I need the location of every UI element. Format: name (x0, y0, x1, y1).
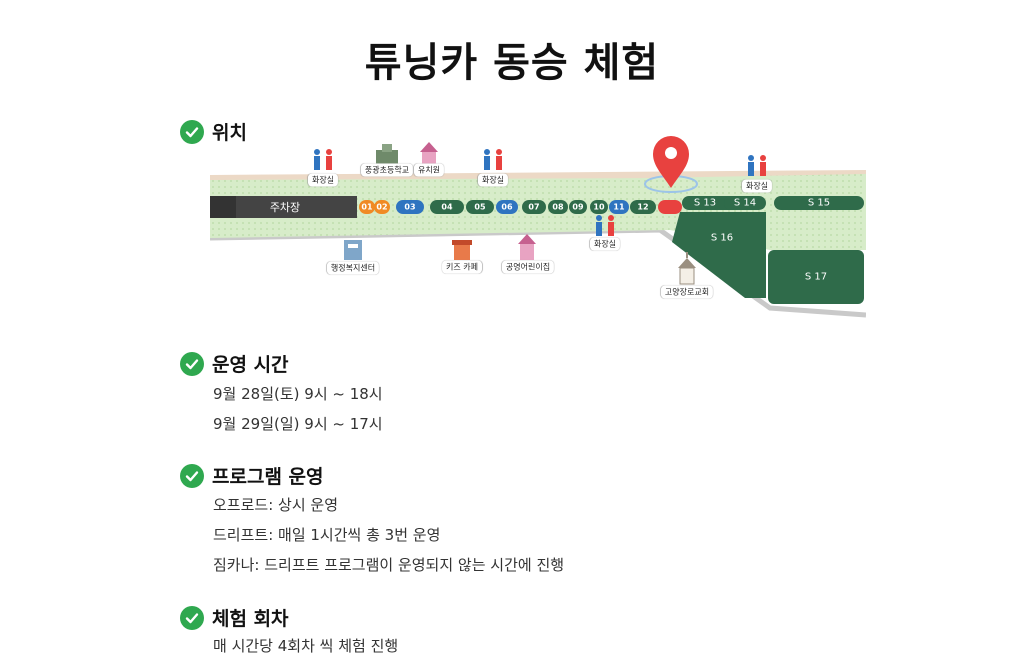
booth-slot-label: 01 (361, 202, 373, 212)
booth-slot-01 (359, 200, 375, 214)
booth-slot-05 (466, 200, 494, 214)
zone-label-s17: S 17 (804, 271, 828, 283)
admin-center-label: 행정복지센터 (326, 261, 380, 275)
session-line: 매 시간당 4회차 씩 체험 진행 (213, 637, 399, 655)
kids-cafe-icon (452, 240, 472, 260)
zone-s14 (724, 196, 766, 210)
booth-slot-label: 06 (501, 202, 513, 212)
zone-label-s15: S 15 (807, 197, 831, 209)
booth-slot-label: 09 (572, 202, 584, 212)
parking-label: 주차장 (269, 201, 301, 214)
admin-center-icon (344, 240, 362, 260)
restroom-label: 화장실 (307, 173, 339, 187)
school-icon (376, 144, 398, 166)
booth-slot-label: 05 (474, 202, 486, 212)
program-line: 오프로드: 상시 운영 (213, 496, 338, 514)
hours-line: 9월 28일(토) 9시 ~ 18시 (213, 385, 383, 403)
restroom-icon (484, 149, 502, 170)
section-title-session: 체험 회차 (212, 608, 289, 630)
booth-slot-label: 12 (637, 202, 649, 212)
section-location-header: 위치 (180, 118, 247, 145)
restroom-label: 화장실 (741, 179, 773, 193)
program-line: 짐카나: 드리프트 프로그램이 운영되지 않는 시간에 진행 (213, 556, 565, 574)
location-pin-icon (653, 136, 689, 188)
parking-bar (212, 196, 357, 218)
booth-slot-label: 07 (528, 202, 540, 212)
booth-slot-03 (396, 200, 424, 214)
booth-slot-09 (569, 200, 587, 214)
booth-slot-02 (374, 200, 390, 214)
restroom-label: 화장실 (589, 237, 621, 251)
booth-slot-12 (630, 200, 656, 214)
church-label: 고양장로교회 (660, 285, 714, 299)
zone-s15 (774, 196, 864, 210)
booth-slot-04 (430, 200, 464, 214)
booth-slot-highlight (658, 200, 682, 214)
zone-s17 (768, 250, 864, 304)
check-circle-icon (180, 351, 204, 376)
church-icon (678, 252, 696, 285)
kindergarten-icon (420, 142, 438, 166)
restroom-icon (596, 215, 614, 236)
venue-map-graphic (210, 136, 866, 318)
section-program-header: 프로그램 운영 (180, 462, 324, 489)
section-hours-header: 운영 시간 (180, 350, 289, 377)
check-circle-icon (180, 119, 204, 144)
page-title: 튜닝카 동승 체험 (364, 40, 660, 86)
check-circle-icon (180, 463, 204, 488)
section-session-header: 체험 회차 (180, 604, 289, 631)
zone-label-s14: S 14 (733, 197, 757, 209)
booth-slot-10 (590, 200, 608, 214)
booth-slot-label: 02 (376, 202, 388, 212)
booth-slot-label: 10 (593, 202, 605, 212)
check-circle-icon (180, 605, 204, 630)
program-line: 드리프트: 매일 1시간씩 총 3번 운영 (213, 526, 441, 544)
kids-cafe-label: 키즈 카페 (442, 260, 482, 274)
booth-slot-11 (609, 200, 629, 214)
section-title-location: 위치 (212, 122, 247, 144)
booth-slot-label: 04 (441, 202, 453, 212)
booth-slot-label: 11 (613, 202, 625, 212)
kindergarten-label: 유치원 (413, 163, 445, 177)
restroom-icon (748, 155, 766, 176)
zone-label-s16: S 16 (710, 232, 734, 244)
booth-slot-06 (496, 200, 518, 214)
section-title-program: 프로그램 운영 (212, 466, 324, 488)
booth-slot-label: 03 (404, 202, 416, 212)
booth-slot-07 (522, 200, 546, 214)
booth-slot-label: 08 (552, 202, 564, 212)
zone-s16 (672, 212, 766, 298)
restroom-icon (314, 149, 332, 170)
school-label: 풍광초등학교 (360, 163, 414, 177)
zone-label-s13: S 13 (693, 197, 717, 209)
daycare-icon (518, 234, 536, 260)
zone-s13 (682, 196, 738, 210)
restroom-label: 화장실 (477, 173, 509, 187)
booth-slot-08 (548, 200, 568, 214)
hours-line: 9월 29일(일) 9시 ~ 17시 (213, 415, 383, 433)
section-title-hours: 운영 시간 (212, 354, 289, 376)
daycare-label: 공영어린이집 (501, 260, 555, 274)
